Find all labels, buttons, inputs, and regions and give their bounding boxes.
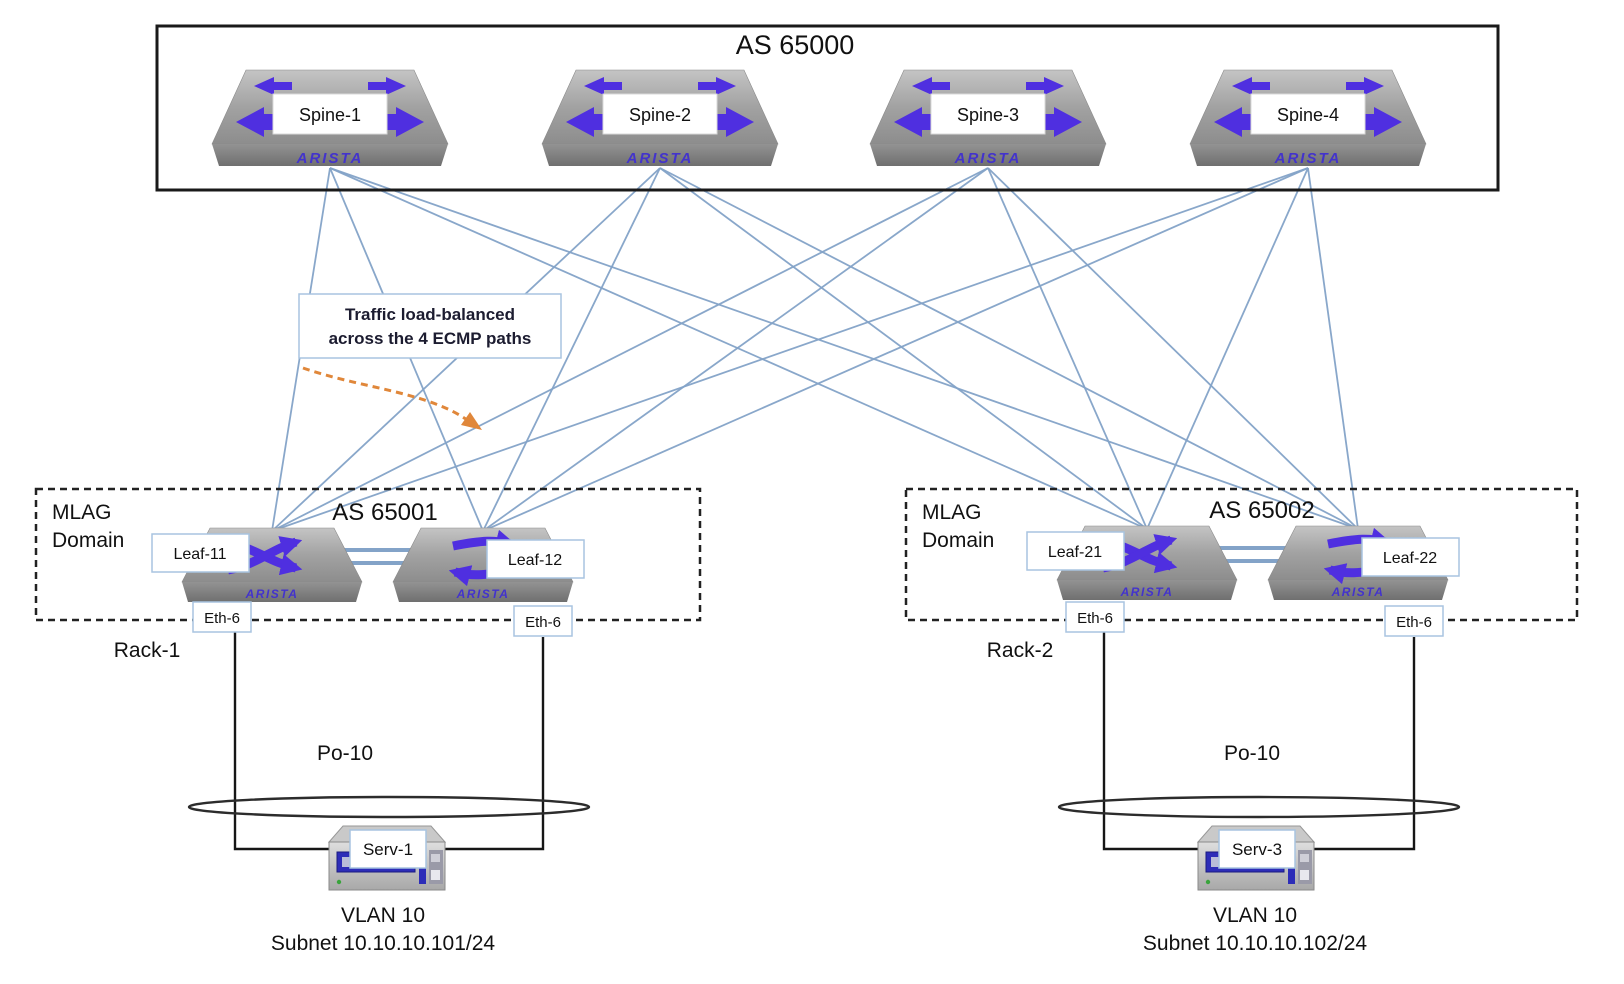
- server-label: Serv-3: [1232, 840, 1282, 859]
- leaf-label: Leaf-11: [173, 546, 226, 563]
- mlag-box-2: [904, 487, 1579, 622]
- port-label: Eth-6: [525, 614, 561, 631]
- spine-group-box: [155, 24, 1500, 192]
- arista-logo: ARISTA: [1274, 150, 1342, 167]
- annotation-line2: across the 4 ECMP paths: [329, 329, 532, 348]
- arista-logo: ARISTA: [245, 587, 299, 601]
- spine-2: ARISTA Spine-2: [541, 69, 779, 167]
- spine-label: Spine-2: [629, 105, 691, 125]
- leaf-label: Leaf-21: [1048, 544, 1102, 561]
- arista-logo: ARISTA: [456, 587, 510, 601]
- arista-logo: ARISTA: [626, 150, 694, 167]
- port-channel-ring-1: [187, 795, 591, 819]
- rack-label: Rack-1: [114, 639, 181, 662]
- spine-label: Spine-4: [1277, 105, 1339, 125]
- spine-4: ARISTA Spine-4: [1189, 69, 1427, 167]
- arista-logo: ARISTA: [296, 150, 364, 167]
- subnet-label: Subnet 10.10.10.102/24: [1143, 932, 1368, 955]
- mlag-label-line1: MLAG: [922, 501, 982, 524]
- mlag-domain-1: MLAG Domain AS 65001 ARISTA Leaf-11 Eth-…: [34, 487, 702, 637]
- port-channel-label: Po-10: [1224, 742, 1280, 765]
- leaf-label: Leaf-12: [508, 552, 562, 569]
- ecmp-annotation: Traffic load-balanced across the 4 ECMP …: [298, 293, 562, 430]
- mlag-label-line2: Domain: [922, 529, 994, 552]
- leaf-label: Leaf-22: [1383, 550, 1437, 567]
- leaf-11: ARISTA Leaf-11 Eth-6: [151, 528, 362, 633]
- leaf-as-label: AS 65001: [332, 499, 437, 526]
- server-label: Serv-1: [363, 840, 413, 859]
- arista-logo: ARISTA: [954, 150, 1022, 167]
- spine-group: AS 65000 ARISTA Spine-1 ARISTA Spine-2 A…: [155, 24, 1500, 192]
- server-3: Serv-3: [1197, 825, 1315, 891]
- server-1: Serv-1: [328, 825, 446, 891]
- port-label: Eth-6: [1396, 614, 1432, 631]
- spine-1: ARISTA Spine-1: [211, 69, 449, 167]
- leaf-22: ARISTA Leaf-22 Eth-6: [1268, 526, 1460, 637]
- annotation-line1: Traffic load-balanced: [345, 305, 515, 324]
- mlag-label-line2: Domain: [52, 529, 124, 552]
- subnet-label: Subnet 10.10.10.101/24: [271, 932, 496, 955]
- spine-as-label: AS 65000: [736, 30, 855, 60]
- mlag-label-line1: MLAG: [52, 501, 112, 524]
- leaf-21: ARISTA Leaf-21 Eth-6: [1026, 526, 1237, 633]
- port-channel-ring-2: [1057, 795, 1461, 819]
- vlan-label: VLAN 10: [341, 904, 425, 927]
- spine-label: Spine-3: [957, 105, 1019, 125]
- rack-label: Rack-2: [987, 639, 1054, 662]
- port-channel-label: Po-10: [317, 742, 373, 765]
- spine-label: Spine-1: [299, 105, 361, 125]
- leaf-12: ARISTA Leaf-12 Eth-6: [393, 528, 585, 637]
- annotation-arrow: [302, 366, 471, 424]
- rack-2: Rack-2 Po-10 Serv-3 VLAN 10 Subnet 10.10…: [987, 639, 1368, 955]
- port-label: Eth-6: [1077, 610, 1113, 627]
- spine-3: ARISTA Spine-3: [869, 69, 1107, 167]
- mlag-box-1: [34, 487, 702, 622]
- vlan-label: VLAN 10: [1213, 904, 1297, 927]
- arista-logo: ARISTA: [1331, 585, 1385, 599]
- annotation-box: [298, 293, 562, 359]
- server-links: [187, 632, 1461, 851]
- rack-1: Rack-1 Po-10 Serv-1 VLAN 10 Subnet 10.10…: [114, 639, 496, 955]
- annotation-arrowhead: [461, 412, 482, 430]
- mlag-domain-2: MLAG Domain AS 65002 ARISTA Leaf-21 Eth-…: [904, 487, 1579, 637]
- port-label: Eth-6: [204, 610, 240, 627]
- leaf-as-label: AS 65002: [1209, 497, 1314, 524]
- arista-logo: ARISTA: [1120, 585, 1174, 599]
